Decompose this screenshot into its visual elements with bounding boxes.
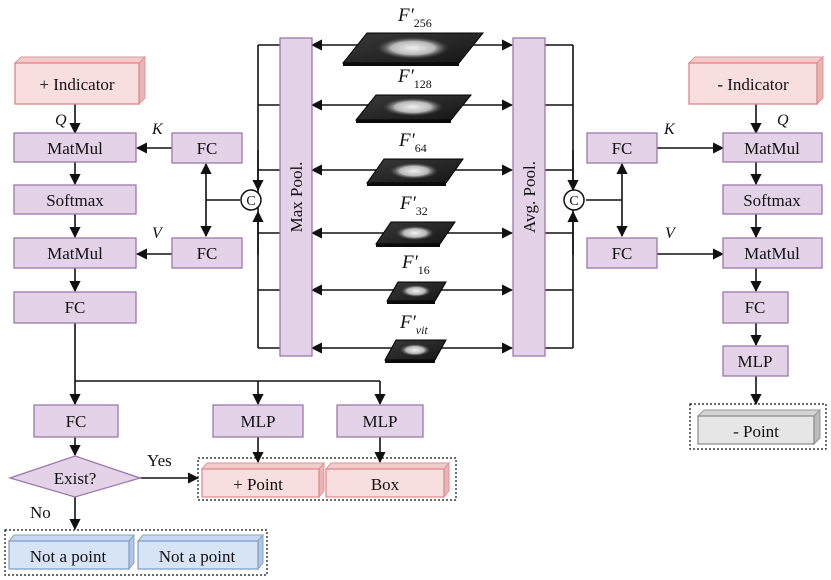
concat-node-left: C [240, 189, 262, 211]
pos-indicator-box: + Indicator [13, 55, 147, 106]
svg-text:MatMul: MatMul [47, 244, 103, 263]
svg-text:FC: FC [65, 298, 86, 317]
mlp-box-right: MLP [722, 345, 789, 377]
svg-text:FC: FC [612, 244, 633, 263]
concat-node-right: C [563, 189, 585, 211]
svg-text:Softmax: Softmax [743, 191, 801, 210]
pos-point-label: + Point [233, 475, 283, 494]
f128-label: F′128 [397, 66, 432, 91]
fc-box-right-v: FC [586, 237, 658, 269]
svg-text:MatMul: MatMul [47, 139, 103, 158]
mlp-box-box: MLP [336, 404, 424, 438]
not-a-point-label-2: Not a point [159, 547, 236, 566]
fc-box-left-out: FC [13, 291, 137, 324]
svg-text:FC: FC [197, 139, 218, 158]
matmul-box-left-1: MatMul [13, 132, 137, 163]
v-label-left: V [152, 225, 164, 242]
exist-decision: Exist? [7, 455, 143, 498]
k-label-right: K [663, 121, 676, 138]
softmax-box-right: Softmax [722, 184, 823, 215]
pos-output-group: + Point Box [197, 457, 457, 501]
not-a-point-label-1: Not a point [30, 547, 107, 566]
feature-f64: F′64 [366, 130, 464, 186]
svg-text:MLP: MLP [241, 412, 276, 431]
avg-pool-bar: Avg. Pool. [512, 37, 546, 357]
fvit-label: F′vit [399, 312, 428, 337]
fc-box-right-out: FC [722, 291, 789, 324]
pos-indicator-label: + Indicator [39, 75, 115, 94]
matmul-box-right-2: MatMul [722, 237, 823, 269]
not-a-point-output-group: Not a point Not a point [4, 529, 268, 576]
f64-label: F′64 [398, 130, 427, 155]
box-output-label: Box [371, 475, 400, 494]
svg-text:Softmax: Softmax [46, 191, 104, 210]
neg-indicator-box: - Indicator [687, 55, 825, 106]
feature-f32: F′32 [375, 193, 456, 247]
svg-text:Max Pool.: Max Pool. [287, 162, 306, 233]
fc-box-left-v: FC [171, 237, 243, 269]
neg-point-output-group: - Point [689, 403, 827, 450]
mlp-box-point: MLP [212, 404, 304, 438]
matmul-box-right-1: MatMul [722, 132, 823, 163]
k-label-left: K [151, 121, 164, 138]
svg-text:MLP: MLP [738, 352, 773, 371]
fc-box-right-k: FC [586, 132, 658, 164]
no-label: No [30, 503, 51, 522]
svg-text:C: C [246, 194, 255, 209]
f16-label: F′16 [401, 252, 430, 277]
svg-text:C: C [569, 194, 578, 209]
svg-text:FC: FC [66, 412, 87, 431]
svg-text:MatMul: MatMul [744, 244, 800, 263]
feature-f256: F′256 [341, 5, 485, 66]
fc-box-exist: FC [33, 404, 119, 438]
q-label-left: Q [55, 112, 67, 129]
feature-fvit: F′vit [384, 312, 447, 363]
svg-text:FC: FC [612, 139, 633, 158]
matmul-box-left-2: MatMul [13, 237, 137, 269]
svg-text:Exist?: Exist? [54, 469, 97, 488]
svg-text:MatMul: MatMul [744, 139, 800, 158]
q-label-right: Q [777, 112, 789, 129]
f32-label: F′32 [399, 193, 428, 218]
svg-text:Avg. Pool.: Avg. Pool. [520, 161, 539, 233]
yes-label: Yes [147, 451, 172, 470]
neg-point-label: - Point [733, 422, 779, 441]
softmax-box-left: Softmax [13, 184, 137, 215]
feature-f128: F′128 [354, 66, 473, 123]
fc-box-left-k: FC [171, 132, 243, 164]
svg-text:FC: FC [745, 298, 766, 317]
feature-f16: F′16 [386, 252, 447, 304]
svg-text:FC: FC [197, 244, 218, 263]
max-pool-bar: Max Pool. [279, 37, 313, 357]
svg-text:MLP: MLP [363, 412, 398, 431]
v-label-right: V [665, 225, 677, 242]
neg-indicator-label: - Indicator [717, 75, 789, 94]
f256-label: F′256 [397, 5, 432, 30]
